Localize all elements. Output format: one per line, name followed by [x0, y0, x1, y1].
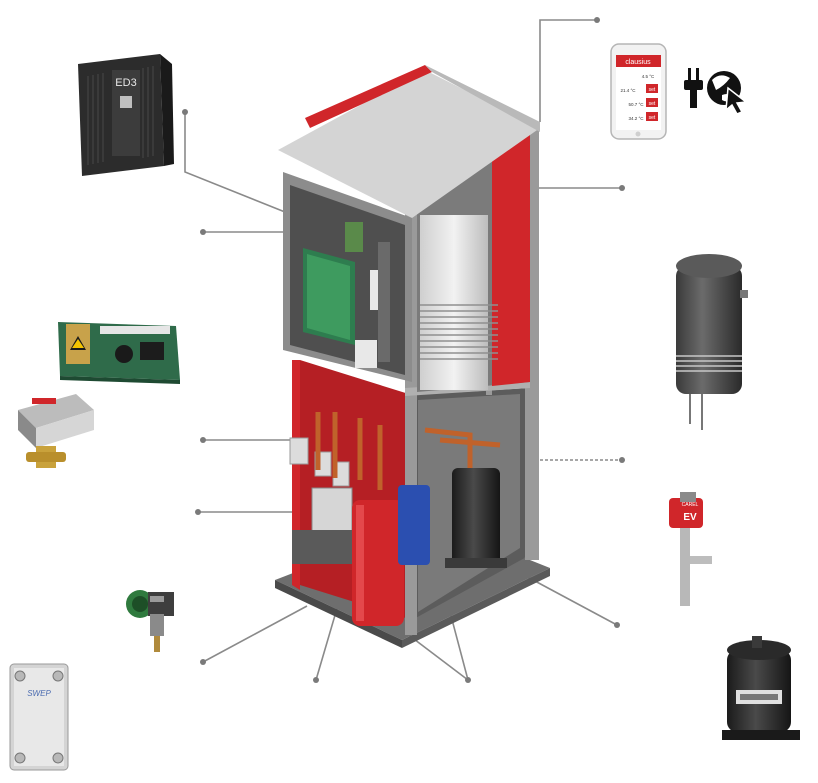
ev-label: EV	[683, 512, 697, 523]
app-brand: clausius	[625, 59, 651, 66]
app-set-button-3[interactable]: set	[646, 112, 658, 121]
expansion-valve: CAREL EV	[669, 492, 712, 606]
controller-model-label: ED3	[115, 77, 136, 89]
electrical-box	[283, 172, 412, 382]
ev-brand: CAREL	[682, 502, 699, 508]
scroll-compressor	[722, 636, 800, 740]
svg-text:set: set	[649, 101, 656, 107]
svg-text:set: set	[649, 87, 656, 93]
expansion-vessel	[352, 500, 404, 626]
zone-valve	[18, 394, 94, 468]
plate-heat-exchanger: SWEP	[9, 663, 69, 771]
app-row-value-1: 4.5 °C	[642, 74, 655, 79]
top-lid	[278, 70, 540, 218]
leader-controller	[184, 112, 301, 219]
svg-text:set: set	[649, 115, 656, 121]
storage-tank	[420, 215, 498, 390]
smartphone-app: clausius 4.5 °C 21.4 °C 50.7 °C 34.2 °C …	[610, 43, 667, 140]
dhw-tank	[676, 254, 748, 430]
app-row-value-2: 21.4 °C	[620, 88, 636, 93]
hydraulics	[289, 412, 507, 626]
app-set-button-1[interactable]: set	[646, 84, 658, 93]
control-pcb	[58, 322, 180, 384]
leader-base-b	[449, 611, 469, 681]
hx-brand: SWEP	[27, 689, 51, 698]
leader-dots	[182, 17, 625, 683]
app-set-button-2[interactable]: set	[646, 98, 658, 107]
leader-phone	[539, 19, 597, 122]
globe-cursor-icon	[707, 71, 748, 115]
app-row-value-4: 34.2 °C	[628, 116, 644, 121]
heat-pump-unit	[275, 65, 550, 648]
compressor-in-unit	[445, 468, 507, 568]
ed3-controller: ED3	[78, 54, 174, 176]
plug-icon	[684, 68, 703, 108]
circulation-pump	[126, 590, 174, 652]
app-row-value-3: 50.7 °C	[628, 102, 644, 107]
leader-hx	[202, 605, 308, 663]
